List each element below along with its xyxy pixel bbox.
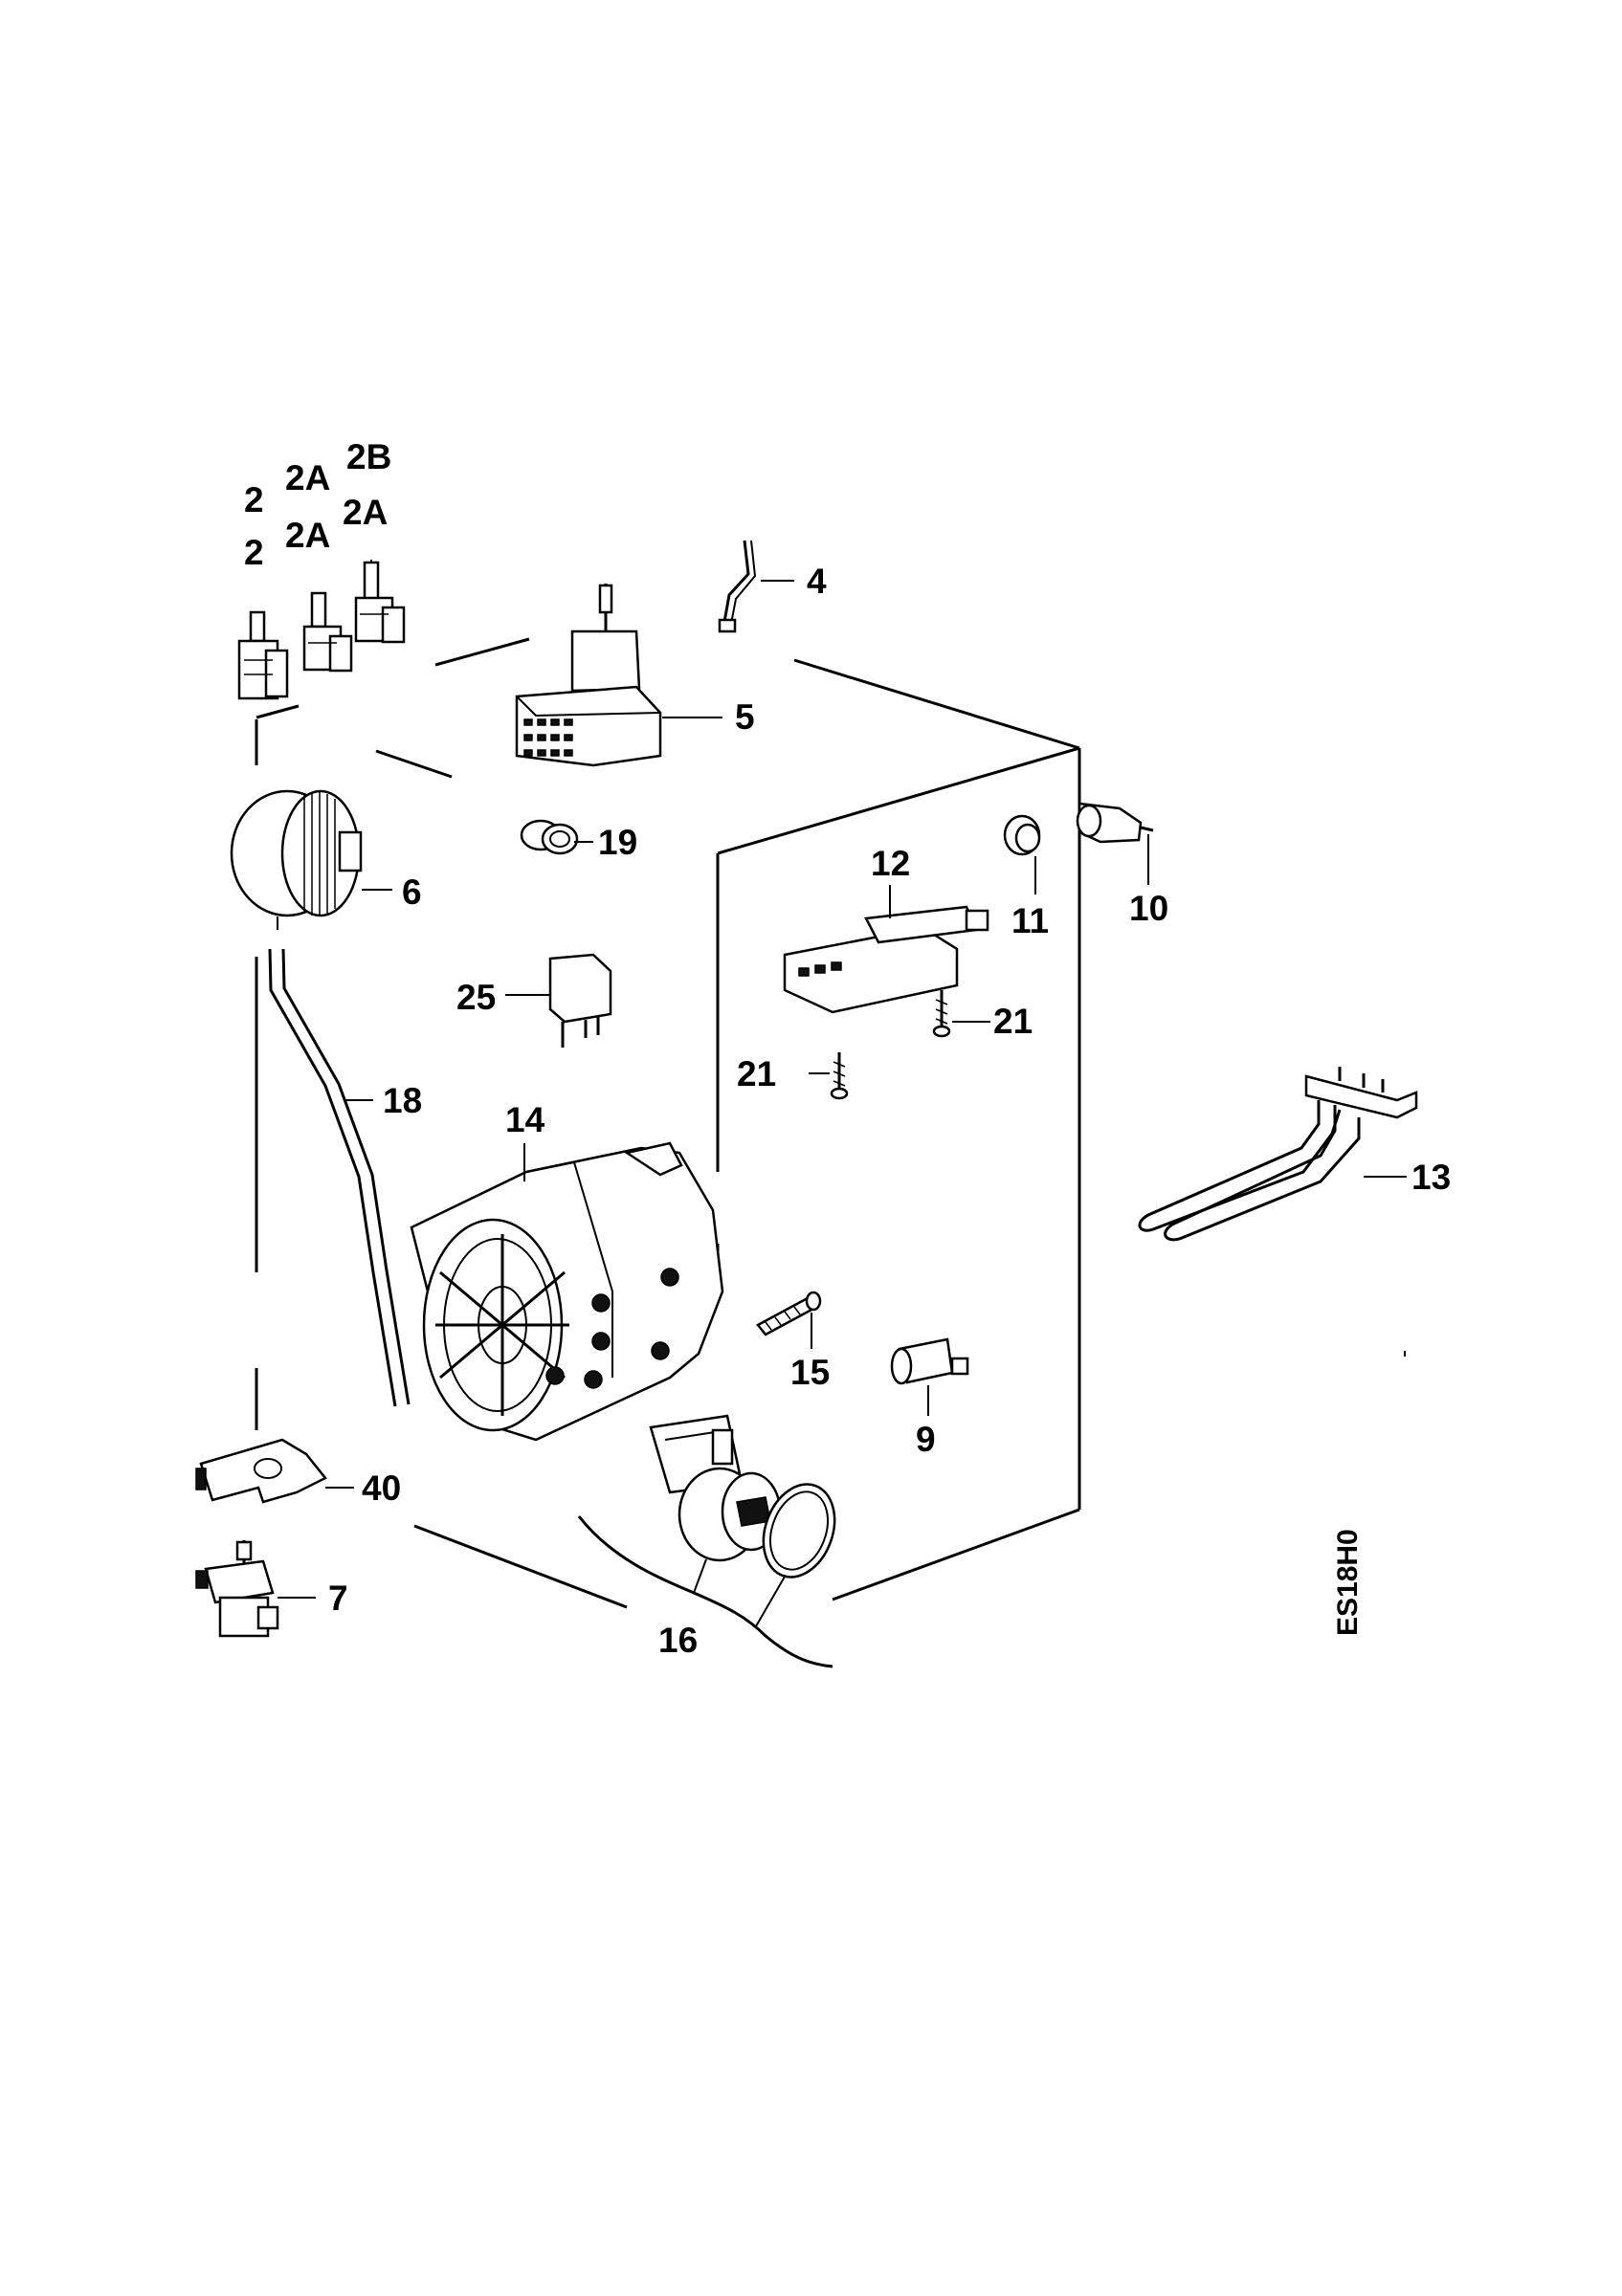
label-21-left: 21 bbox=[737, 1054, 776, 1093]
label-2A-top: 2A bbox=[285, 458, 330, 497]
water-valve-7 bbox=[195, 1540, 316, 1638]
thermostat-10 bbox=[1076, 802, 1154, 885]
door-interlock-12 bbox=[783, 885, 989, 1014]
switch-2A bbox=[302, 591, 353, 673]
label-2B: 2B bbox=[346, 437, 391, 476]
label-18: 18 bbox=[383, 1081, 422, 1120]
label-2A-bottom: 2A bbox=[285, 516, 330, 555]
cabinet-outline bbox=[255, 637, 1406, 1609]
label-2-bottom: 2 bbox=[244, 533, 264, 572]
wire-link-4 bbox=[718, 540, 794, 633]
label-11: 11 bbox=[1011, 901, 1049, 940]
label-19: 19 bbox=[598, 823, 637, 862]
bush-11 bbox=[1003, 814, 1041, 894]
part-labels: 2 2A 2B 2 2A 2A 4 5 6 19 12 11 10 25 21 … bbox=[244, 437, 1451, 1660]
label-40: 40 bbox=[362, 1468, 401, 1508]
label-16: 16 bbox=[658, 1621, 698, 1660]
screw-21-right bbox=[932, 990, 990, 1038]
label-12: 12 bbox=[871, 844, 910, 883]
label-2A-right: 2A bbox=[343, 493, 388, 532]
capacitor-9 bbox=[890, 1337, 969, 1416]
hose-18 bbox=[268, 948, 411, 1407]
label-4: 4 bbox=[807, 562, 827, 601]
label-7: 7 bbox=[328, 1578, 348, 1618]
programmer-terminals bbox=[523, 718, 573, 757]
heating-element-13 bbox=[1138, 1067, 1418, 1242]
screw-21-left bbox=[809, 1052, 849, 1100]
motor-14 bbox=[410, 1141, 724, 1442]
grommet-19 bbox=[520, 819, 593, 855]
label-25: 25 bbox=[456, 978, 496, 1017]
screw-15 bbox=[756, 1291, 822, 1349]
drain-pump-16 bbox=[577, 1414, 836, 1668]
label-14: 14 bbox=[505, 1100, 545, 1139]
label-13: 13 bbox=[1411, 1158, 1451, 1197]
bracket-40 bbox=[195, 1438, 354, 1504]
diagram-code: ES18H0 bbox=[1332, 1529, 1364, 1636]
label-2-top: 2 bbox=[244, 480, 264, 519]
relay-25 bbox=[505, 953, 612, 1048]
programmer-5 bbox=[515, 584, 722, 767]
label-10: 10 bbox=[1129, 889, 1168, 928]
label-6: 6 bbox=[402, 872, 422, 912]
switch-2 bbox=[237, 610, 289, 700]
pressure-switch-6 bbox=[230, 789, 392, 930]
label-21-right: 21 bbox=[993, 1002, 1033, 1041]
switch-2B bbox=[354, 560, 406, 644]
label-9: 9 bbox=[916, 1420, 936, 1459]
label-5: 5 bbox=[735, 697, 755, 737]
label-15: 15 bbox=[790, 1353, 830, 1392]
